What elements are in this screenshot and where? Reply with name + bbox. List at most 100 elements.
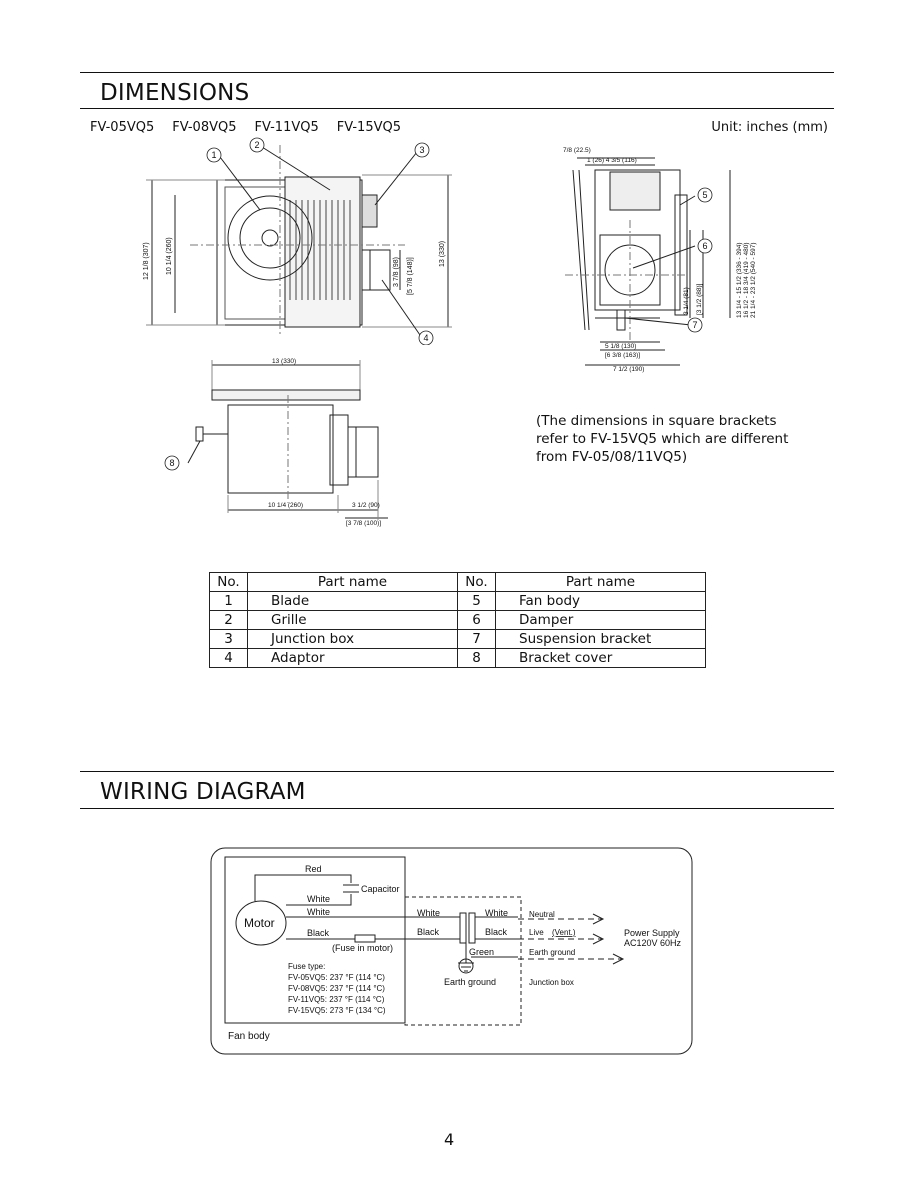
dim-label: 21 1/4 - 23 1/2 (540 - 597) — [750, 242, 757, 318]
fan-body-label: Fan body — [228, 1031, 270, 1042]
part-number: 5 — [457, 591, 496, 611]
side-view-drawing: 7/8 (22.5) 1 (26) 4 3/5 (116) 3 1/4 (81)… — [563, 147, 757, 373]
model-name: FV-15VQ5 — [336, 120, 401, 135]
wire-label-green: Green — [469, 947, 494, 957]
callout-number: 4 — [423, 333, 428, 343]
note-line: from FV-05/08/11VQ5) — [536, 449, 688, 465]
wire-label-black: Black — [485, 927, 508, 937]
wiring-heading: WIRING DIAGRAM — [100, 779, 306, 805]
callout-number: 1 — [211, 150, 216, 160]
part-number: 6 — [457, 610, 496, 630]
part-number: 4 — [209, 648, 248, 668]
header-part-name: Part name — [247, 572, 458, 592]
parts-table: No. Part name No. Part name 1 Blade 5 Fa… — [209, 572, 706, 668]
wire-label-black: Black — [417, 927, 440, 937]
junction-box-label: Junction box — [529, 978, 574, 987]
header-no: No. — [209, 572, 248, 592]
dim-label: 13 (330) — [439, 241, 446, 267]
dim-label: [3 7/8 (100)] — [346, 520, 381, 527]
earth-ground-symbol-label: Earth ground — [444, 977, 496, 987]
dim-label: 10 1/4 (260) — [166, 237, 173, 275]
dim-label: [3 1/2 (88)] — [696, 283, 703, 315]
header-part-name: Part name — [495, 572, 706, 592]
callout-number: 7 — [692, 320, 697, 330]
wire-label-white: White — [485, 908, 508, 918]
callout-number: 8 — [169, 458, 174, 468]
table-row: 3 Junction box 7 Suspension bracket — [209, 629, 706, 649]
note-line: (The dimensions in square brackets — [536, 413, 777, 429]
dim-label: 5 1/8 (130) — [605, 343, 636, 350]
dim-label: 3 1/2 (90) — [352, 502, 380, 509]
wiring-diagram: Motor Red Capacitor White White Black (F… — [210, 847, 693, 1055]
dimensions-heading: DIMENSIONS — [100, 80, 250, 106]
part-name: Adaptor — [247, 648, 458, 668]
part-name: Damper — [495, 610, 706, 630]
dim-label: 3 1/4 (81) — [683, 287, 690, 315]
live-label: Live — [529, 928, 544, 937]
dim-label: 7/8 (22.5) — [563, 147, 591, 154]
part-name: Fan body — [495, 591, 706, 611]
fuse-line: FV-11VQ5: 237 °F (114 °C) — [288, 995, 385, 1004]
dim-label: 16 1/2 - 18 3/4 (419 - 480) — [743, 242, 750, 318]
model-name: FV-05VQ5 — [90, 120, 155, 135]
dim-label: [6 3/8 (163)] — [605, 352, 640, 359]
bottom-view-drawing: 13 (330) 10 1/4 (260) 3 1/2 (90) [3 7/8 … — [164, 358, 388, 527]
part-number: 1 — [209, 591, 248, 611]
table-row: 4 Adaptor 8 Bracket cover — [209, 648, 706, 668]
neutral-label: Neutral — [529, 910, 555, 919]
fuse-label: (Fuse in motor) — [332, 943, 393, 953]
dim-label: 13 1/4 - 15 1/2 (336 - 394) — [736, 242, 743, 318]
part-name: Junction box — [247, 629, 458, 649]
dim-label: [5 7/8 (148)] — [407, 257, 414, 295]
wiring-underline — [80, 808, 834, 809]
table-header-row: No. Part name No. Part name — [209, 572, 706, 592]
fuse-line: FV-08VQ5: 237 °F (114 °C) — [288, 984, 385, 993]
callout-number: 6 — [702, 241, 707, 251]
dim-label: 3 7/8 (98) — [393, 257, 400, 287]
part-name: Grille — [247, 610, 458, 630]
callout-number: 5 — [702, 190, 707, 200]
wire-label-white: White — [417, 908, 440, 918]
wire-label-black: Black — [307, 928, 330, 938]
dim-label: 12 1/8 (307) — [143, 242, 150, 280]
unit-label: Unit: inches (mm) — [711, 120, 828, 135]
part-name: Blade — [247, 591, 458, 611]
page-number: 4 — [444, 1130, 455, 1149]
fuse-title: Fuse type: — [288, 962, 325, 971]
vent-label: (Vent.) — [552, 928, 576, 937]
wire-label-white: White — [307, 907, 330, 917]
part-name: Bracket cover — [495, 648, 706, 668]
dim-label: 13 (330) — [272, 358, 296, 365]
model-name: FV-08VQ5 — [172, 120, 237, 135]
capacitor-label: Capacitor — [361, 884, 400, 894]
callout-number: 3 — [419, 145, 424, 155]
part-name: Suspension bracket — [495, 629, 706, 649]
model-name: FV-11VQ5 — [254, 120, 319, 135]
front-view-drawing: 12 1/8 (307) 10 1/4 (260) 13 (330) 3 7/8… — [143, 137, 452, 345]
wiring-top-rule — [80, 771, 834, 772]
fuse-line: FV-15VQ5: 273 °F (134 °C) — [288, 1006, 386, 1015]
part-number: 2 — [209, 610, 248, 630]
wire-label-white: White — [307, 894, 330, 904]
dim-label: 10 1/4 (260) — [268, 502, 303, 509]
model-list: FV-05VQ5 FV-08VQ5 FV-11VQ5 FV-15VQ5 — [90, 120, 401, 135]
motor-label: Motor — [244, 916, 275, 930]
dim-label: 1 (26) 4 3/5 (116) — [587, 157, 637, 164]
dim-label: 7 1/2 (190) — [613, 366, 644, 373]
wire-label-red: Red — [305, 864, 322, 874]
power-supply-label: Power Supply — [624, 928, 680, 938]
dimension-note: (The dimensions in square brackets refer… — [536, 412, 836, 466]
part-number: 3 — [209, 629, 248, 649]
header-no: No. — [457, 572, 496, 592]
dimensions-underline — [80, 108, 834, 109]
callout-number: 2 — [254, 140, 259, 150]
table-row: 2 Grille 6 Damper — [209, 610, 706, 630]
earth-ground-label: Earth ground — [529, 948, 575, 957]
power-spec-label: AC120V 60Hz — [624, 938, 682, 948]
note-line: refer to FV-15VQ5 which are different — [536, 431, 789, 447]
part-number: 8 — [457, 648, 496, 668]
top-rule — [80, 72, 834, 73]
part-number: 7 — [457, 629, 496, 649]
table-row: 1 Blade 5 Fan body — [209, 591, 706, 611]
fuse-line: FV-05VQ5: 237 °F (114 °C) — [288, 973, 385, 982]
